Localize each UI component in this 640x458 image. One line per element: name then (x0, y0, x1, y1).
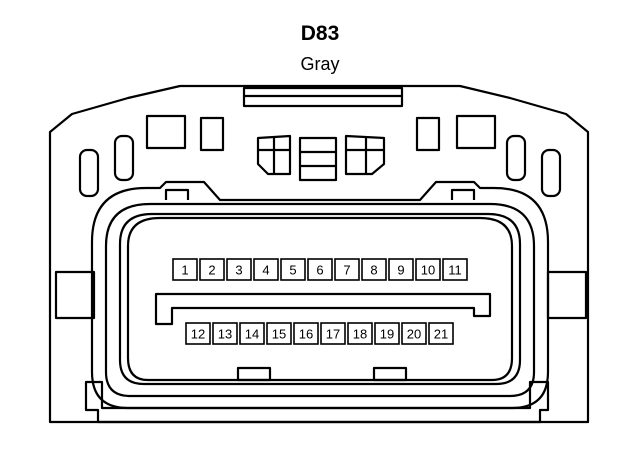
pin-label: 20 (407, 327, 421, 342)
pin-3: 3 (226, 258, 252, 281)
pin-6: 6 (307, 258, 333, 281)
pin-11: 11 (442, 258, 468, 281)
contact-cavity (118, 212, 522, 386)
side-slot-right-2 (540, 148, 562, 198)
pin-label: 11 (448, 263, 462, 278)
pin-12: 12 (185, 322, 211, 345)
pin-label: 1 (181, 263, 188, 278)
pin-cavity (185, 322, 211, 345)
pin-17: 17 (320, 322, 346, 345)
pin-label: 9 (397, 263, 404, 278)
pin-cavity (401, 322, 427, 345)
pin-label: 2 (208, 263, 215, 278)
side-slot-left-2 (113, 134, 135, 182)
pin-label: 6 (316, 263, 323, 278)
pin-16: 16 (293, 322, 319, 345)
pin-cavity (239, 322, 265, 345)
seal-frame-ring (104, 202, 536, 398)
pin-cavity (280, 258, 306, 281)
pin-label: 19 (380, 327, 394, 342)
pin-7: 7 (334, 258, 360, 281)
pin-label: 12 (191, 327, 205, 342)
center-divider (154, 292, 492, 326)
pin-cavity (334, 258, 360, 281)
pin-13: 13 (212, 322, 238, 345)
pin-cavity (374, 322, 400, 345)
pin-cavity (293, 322, 319, 345)
pin-1: 1 (172, 258, 198, 281)
connector-housing (48, 84, 590, 424)
pin-label: 14 (245, 327, 259, 342)
pin-cavity (415, 258, 441, 281)
pin-cavity (172, 258, 198, 281)
connector-color: Gray (300, 54, 340, 74)
pin-21: 21 (428, 322, 454, 345)
pin-label: 16 (299, 327, 313, 342)
side-slot-right-1 (505, 134, 527, 182)
pin-label: 5 (289, 263, 296, 278)
pin-cavity (307, 258, 333, 281)
pin-2: 2 (199, 258, 225, 281)
pin-9: 9 (388, 258, 414, 281)
pin-cavity (266, 322, 292, 345)
pin-5: 5 (280, 258, 306, 281)
side-slot-left-1 (78, 148, 100, 198)
pin-cavity (361, 258, 387, 281)
pin-cavity (347, 322, 373, 345)
side-clip-right (546, 270, 588, 320)
side-clip-left (54, 270, 96, 320)
pin-cavity (226, 258, 252, 281)
pin-10: 10 (415, 258, 441, 281)
upper-slot-left-1 (145, 114, 187, 150)
pin-label: 7 (343, 263, 350, 278)
upper-slot-right-1 (415, 116, 441, 152)
seal-frame-outer (90, 180, 550, 410)
pin-row-top: 1 2 3 4 5 6 7 8 9 10 11 (172, 258, 468, 281)
pin-label: 3 (235, 263, 242, 278)
upper-slot-right-2 (455, 114, 497, 150)
pin-label: 15 (272, 327, 286, 342)
pin-row-bottom: 12 13 14 15 16 17 18 19 20 21 (185, 322, 454, 345)
pin-label: 8 (370, 263, 377, 278)
pin-14: 14 (239, 322, 265, 345)
pin-label: 18 (353, 327, 367, 342)
pin-cavity (428, 322, 454, 345)
pin-18: 18 (347, 322, 373, 345)
bottom-base (84, 380, 550, 424)
pin-cavity (388, 258, 414, 281)
pin-8: 8 (361, 258, 387, 281)
pin-label: 21 (434, 327, 448, 342)
pin-15: 15 (266, 322, 292, 345)
pin-19: 19 (374, 322, 400, 345)
connector-id: D83 (300, 22, 340, 45)
pin-cavity (199, 258, 225, 281)
pin-20: 20 (401, 322, 427, 345)
pin-cavity (212, 322, 238, 345)
pin-label: 10 (421, 263, 435, 278)
pin-cavity (320, 322, 346, 345)
pin-label: 13 (218, 327, 232, 342)
pin-cavity (253, 258, 279, 281)
pin-4: 4 (253, 258, 279, 281)
pin-label: 17 (326, 327, 340, 342)
pin-label: 4 (262, 263, 269, 278)
pin-cavity (442, 258, 468, 281)
upper-slot-left-2 (199, 116, 225, 152)
center-lock (256, 134, 386, 182)
